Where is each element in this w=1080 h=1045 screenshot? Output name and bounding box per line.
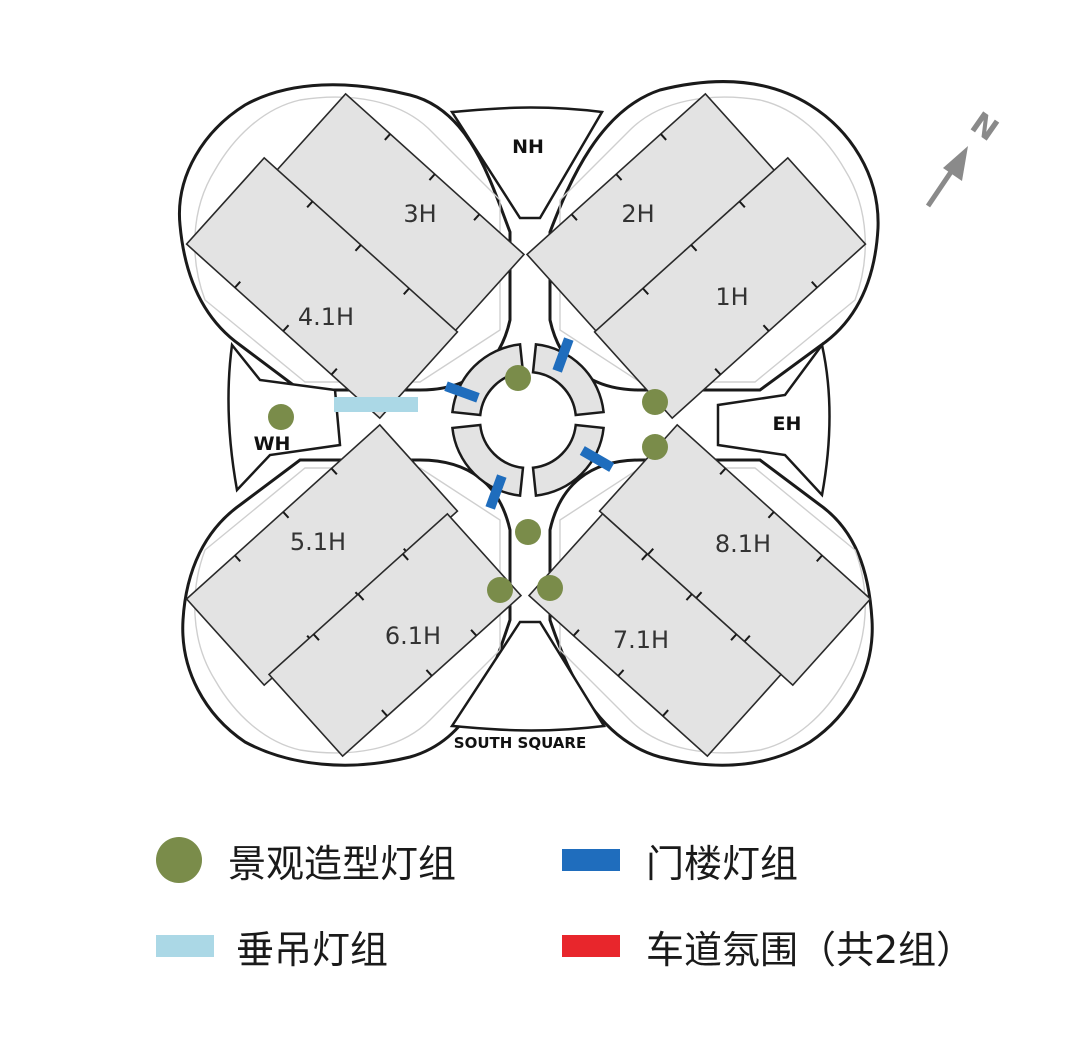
hall-door-mark	[690, 244, 698, 252]
legend-label-driveway: 车道氛围（共2组）	[646, 927, 975, 972]
hall-4-1h-box	[185, 156, 459, 420]
hall-door-mark	[685, 593, 693, 601]
hall-7-1h-box	[527, 512, 783, 758]
hall-door-mark	[306, 200, 314, 209]
hall-door-mark	[384, 133, 391, 141]
hall-label-5-1h: 5.1H	[290, 528, 346, 556]
hall-label-8-1h: 8.1H	[715, 530, 771, 558]
hall-door-mark	[428, 173, 436, 181]
inner-roads	[194, 96, 866, 754]
hall-door-mark	[354, 244, 362, 252]
hall-door-mark	[282, 324, 290, 332]
hall-label-2h: 2H	[621, 200, 654, 228]
legend-item-driveway: 车道氛围（共2组）	[562, 916, 974, 976]
landscape-light-marker	[642, 434, 668, 460]
legend-swatch-gate	[562, 849, 620, 871]
hall-door-mark	[330, 367, 338, 376]
hall-door-mark	[738, 200, 746, 209]
gate-label-west: WH	[254, 433, 291, 455]
gate-label-east: EH	[773, 413, 802, 435]
hall-door-mark	[403, 287, 410, 296]
hall-door-mark	[470, 629, 478, 637]
gate-light-marker	[579, 446, 615, 472]
hall-door-mark	[816, 554, 823, 563]
hall-door-mark	[647, 547, 654, 556]
north-gate-building	[449, 106, 605, 220]
landscape-light-marker	[487, 577, 513, 603]
hall-door-mark	[572, 629, 580, 637]
legend-swatch-landscape	[156, 837, 202, 883]
central-ring	[451, 343, 605, 497]
hall-door-mark	[743, 634, 751, 643]
landscape-light-marker	[268, 404, 294, 430]
hall-door-mark	[662, 709, 669, 717]
hall-door-mark	[312, 633, 320, 641]
hall-door-mark	[234, 554, 241, 563]
hall-door-mark	[730, 633, 738, 641]
exhibition-site-map: 3H 2H 4.1H 1H 5.1H 8.1H 6.1H 7.1H NH EH …	[177, 80, 1005, 767]
gate-light-marker	[444, 381, 480, 403]
hall-door-mark	[617, 669, 625, 677]
compass-n-label: N	[964, 106, 1005, 149]
lighting-markers	[268, 337, 668, 603]
legend-item-gate: 门楼灯组	[562, 830, 798, 890]
legend-label-gate: 门楼灯组	[646, 841, 799, 886]
pendant-light-marker	[334, 397, 418, 412]
gate-light-marker	[485, 474, 507, 510]
hall-door-mark	[570, 213, 578, 221]
hall-label-1h: 1H	[715, 283, 748, 311]
hall-door-mark	[811, 280, 818, 289]
hall-door-mark	[641, 553, 648, 561]
hall-1h-box	[593, 156, 867, 420]
hall-door-mark	[615, 173, 623, 181]
hall-door-mark	[719, 467, 727, 476]
hall-door-mark	[402, 553, 409, 561]
landscape-light-marker	[642, 389, 668, 415]
legend-label-landscape: 景观造型灯组	[228, 841, 457, 886]
hall-6-1h-box	[267, 512, 523, 758]
hall-door-mark	[425, 669, 433, 677]
south-gate-building	[449, 620, 607, 732]
gate-label-north: NH	[512, 136, 544, 158]
hall-door-mark	[714, 367, 722, 376]
gate-label-south: SOUTH SQUARE	[454, 734, 586, 752]
hall-label-4-1h: 4.1H	[298, 303, 354, 331]
hall-door-mark	[473, 213, 481, 221]
hall-door-mark	[234, 280, 241, 289]
legend-item-landscape: 景观造型灯组	[156, 830, 456, 890]
legend-swatch-pendant	[156, 935, 214, 957]
hall-door-mark	[282, 511, 290, 519]
landscape-light-marker	[537, 575, 563, 601]
legend-label-pendant: 垂吊灯组	[236, 927, 389, 972]
landscape-light-marker	[505, 365, 531, 391]
hall-door-mark	[330, 467, 338, 476]
hall-door-mark	[381, 709, 388, 717]
hall-label-6-1h: 6.1H	[385, 622, 441, 650]
hall-label-3h: 3H	[403, 200, 436, 228]
hall-label-7-1h: 7.1H	[613, 626, 669, 654]
gate-light-marker	[552, 337, 574, 373]
legend-item-pendant: 垂吊灯组	[156, 916, 388, 976]
north-arrow-icon: N	[925, 106, 1005, 208]
hall-door-mark	[695, 591, 703, 599]
hall-door-mark	[357, 593, 365, 601]
landscape-light-marker	[515, 519, 541, 545]
hall-door-mark	[767, 511, 775, 519]
hall-door-mark	[762, 324, 770, 332]
hall-door-mark	[660, 133, 667, 141]
east-gate-building	[716, 342, 831, 498]
hall-door-mark	[642, 287, 649, 296]
legend-swatch-driveway	[562, 935, 620, 957]
